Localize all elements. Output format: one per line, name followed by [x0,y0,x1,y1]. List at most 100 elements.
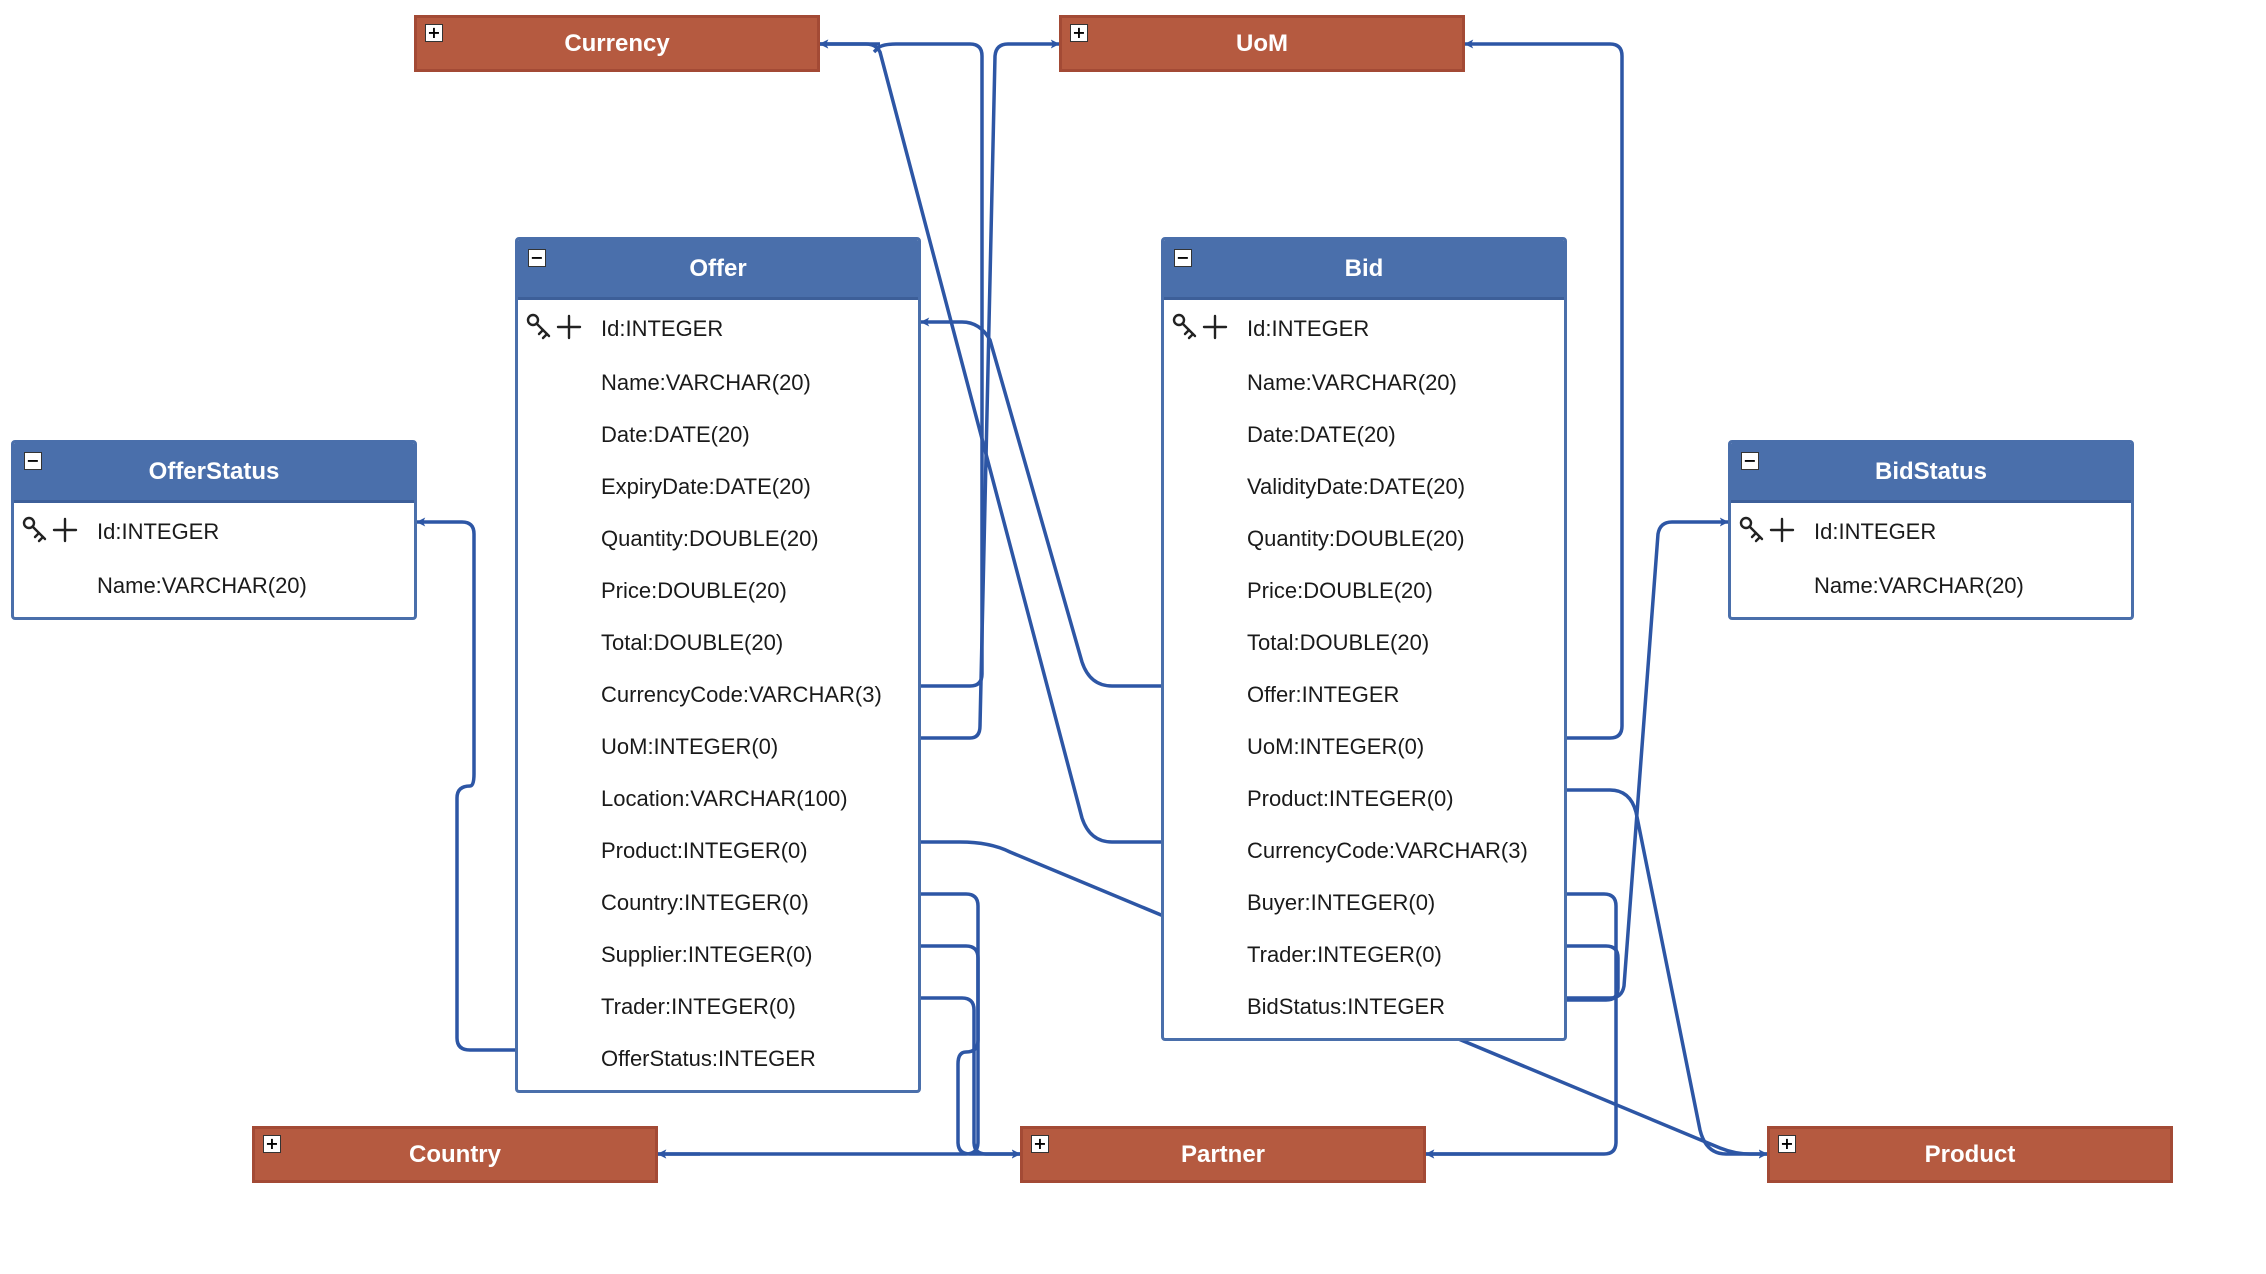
edge-bid-uom [1464,39,1624,740]
field-row[interactable]: Price:DOUBLE(20) [518,565,918,617]
field-label: Quantity:DOUBLE(20) [1247,526,1465,551]
field-row[interactable]: Buyer:INTEGER(0) [1164,877,1564,929]
field-label: Product:INTEGER(0) [1247,786,1454,811]
field-row[interactable]: ValidityDate:DATE(20) [1164,461,1564,513]
bidstatus-entity-title: BidStatus [1874,457,1987,485]
field-row[interactable]: Name:VARCHAR(20) [518,357,918,409]
currency-entity-title: Currency [564,29,670,57]
field-row[interactable]: Location:VARCHAR(100) [518,773,918,825]
field-label: Product:INTEGER(0) [601,838,808,863]
field-row[interactable]: Product:INTEGER(0) [1164,773,1564,825]
field-label: Date:DATE(20) [1247,422,1396,447]
field-row[interactable]: CurrencyCode:VARCHAR(3) [1164,825,1564,877]
bid-entity-title: Bid [1344,254,1384,282]
field-row[interactable]: Date:DATE(20) [518,409,918,461]
field-row[interactable]: Name:VARCHAR(20) [14,560,414,612]
edge-bid-product [1567,788,1768,1159]
field-label: Country:INTEGER(0) [601,890,809,915]
field-row[interactable]: UoM:INTEGER(0) [1164,721,1564,773]
field-row[interactable]: Total:DOUBLE(20) [518,617,918,669]
field-row[interactable]: Trader:INTEGER(0) [1164,929,1564,981]
field-label: Name:VARCHAR(20) [601,370,811,395]
uom-entity[interactable]: + UoM [1059,15,1465,72]
expand-icon[interactable]: + [1778,1135,1796,1153]
primary-key-icon [1739,516,1795,543]
field-label: OfferStatus:INTEGER [601,1046,816,1071]
collapse-icon[interactable]: − [1741,452,1759,470]
offer-entity-header[interactable]: − Offer [518,240,918,300]
edge-bid-bidstatus [1567,517,1729,1000]
field-row[interactable]: Quantity:DOUBLE(20) [1164,513,1564,565]
field-row[interactable]: Name:VARCHAR(20) [1731,560,2131,612]
collapse-icon[interactable]: − [24,452,42,470]
field-row[interactable]: Quantity:DOUBLE(20) [518,513,918,565]
edge-offer-offerstatus [416,517,515,1052]
field-row[interactable]: Total:DOUBLE(20) [1164,617,1564,669]
field-label: Id:INTEGER [601,315,724,341]
country-entity-title: Country [409,1140,501,1168]
edge-offer-uom [921,39,1060,740]
partner-entity-title: Partner [1180,1140,1266,1168]
country-entity[interactable]: + Country [252,1126,658,1183]
product-entity-title: Product [1924,1140,2016,1168]
expand-icon[interactable]: + [263,1135,281,1153]
field-row[interactable]: Name:VARCHAR(20) [1164,357,1564,409]
field-row[interactable]: Offer:INTEGER [1164,669,1564,721]
field-row[interactable]: CurrencyCode:VARCHAR(3) [518,669,918,721]
offerstatus-entity-header[interactable]: −OfferStatus [14,443,414,503]
field-label: Id:INTEGER [1814,518,1937,544]
collapse-icon[interactable]: − [1174,249,1192,267]
expand-icon[interactable]: + [1070,24,1088,42]
field-label: Total:DOUBLE(20) [601,630,784,655]
field-label: UoM:INTEGER(0) [1247,734,1425,759]
offer-entity-title: Offer [689,254,747,282]
field-label: Buyer:INTEGER(0) [1247,890,1436,915]
field-row[interactable]: Date:DATE(20) [1164,409,1564,461]
partner-entity[interactable]: + Partner [1020,1126,1426,1183]
field-row[interactable]: Supplier:INTEGER(0) [518,929,918,981]
field-row[interactable]: Product:INTEGER(0) [518,825,918,877]
edge-offer-supplier-partner [921,944,1021,1159]
collapse-icon[interactable]: − [528,249,546,267]
field-label: Trader:INTEGER(0) [1247,942,1442,967]
product-entity[interactable]: + Product [1767,1126,2173,1183]
field-label: BidStatus:INTEGER [1247,994,1446,1019]
expand-icon[interactable]: + [425,24,443,42]
field-label: Date:DATE(20) [601,422,750,447]
edge-bid-offer [920,317,1161,688]
edge-offer-trader-partner [921,996,1021,1159]
edge-offer-currency [872,42,984,688]
primary-key-icon [1172,313,1228,340]
field-label: Supplier:INTEGER(0) [601,942,813,967]
currency-entity[interactable]: + Currency [414,15,820,72]
field-row[interactable]: Country:INTEGER(0) [518,877,918,929]
expand-icon[interactable]: + [1031,1135,1049,1153]
field-label: Price:DOUBLE(20) [1247,578,1433,603]
bid-entity-header[interactable]: − Bid [1164,240,1564,300]
field-row[interactable]: Price:DOUBLE(20) [1164,565,1564,617]
field-label: Name:VARCHAR(20) [1814,573,2024,598]
field-row[interactable]: Id:INTEGER [518,300,918,357]
field-label: Offer:INTEGER [1247,682,1400,707]
bidstatus-entity-header[interactable]: − BidStatus [1731,443,2131,503]
field-label: Trader:INTEGER(0) [601,994,796,1019]
field-label: Quantity:DOUBLE(20) [601,526,819,551]
field-row[interactable]: Id:INTEGER [1731,503,2131,560]
field-label: Id:INTEGER [97,518,220,544]
field-row[interactable]: UoM:INTEGER(0) [518,721,918,773]
field-row[interactable]: ExpiryDate:DATE(20) [518,461,918,513]
field-row[interactable]: OfferStatus:INTEGER [518,1033,918,1085]
field-row[interactable]: Trader:INTEGER(0) [518,981,918,1033]
field-row[interactable]: Id:INTEGER [1164,300,1564,357]
primary-key-icon [526,313,582,340]
field-row[interactable]: BidStatus:INTEGER [1164,981,1564,1033]
field-row[interactable]: Id:INTEGER [14,503,414,560]
field-label: CurrencyCode:VARCHAR(3) [1247,838,1528,863]
uom-entity-title: UoM [1236,29,1288,57]
field-label: CurrencyCode:VARCHAR(3) [601,682,882,707]
